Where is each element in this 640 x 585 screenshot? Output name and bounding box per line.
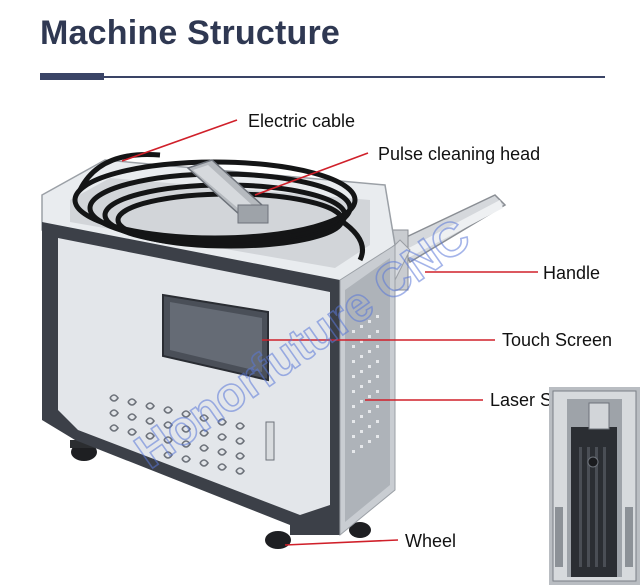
pulse-cleaning-head (186, 159, 269, 224)
wheels (70, 440, 371, 549)
page-title: Machine Structure (40, 14, 341, 52)
touch-screen (162, 293, 269, 382)
side-vents (352, 315, 379, 453)
laser-source-inset-graphic (549, 387, 640, 585)
label-touch-screen: Touch Screen (502, 330, 613, 350)
leader-lines (121, 119, 538, 546)
label-pulse-cleaning-head: Pulse cleaning head (378, 144, 541, 164)
laser-source-inset (549, 387, 640, 585)
label-electric-cable: Electric cable (248, 111, 356, 131)
title-underline (40, 76, 605, 78)
label-handle: Handle (543, 263, 601, 283)
front-vents (109, 394, 245, 475)
title-underline-accent (40, 73, 104, 80)
label-wheel: Wheel (405, 531, 457, 551)
key-switch (265, 421, 275, 461)
